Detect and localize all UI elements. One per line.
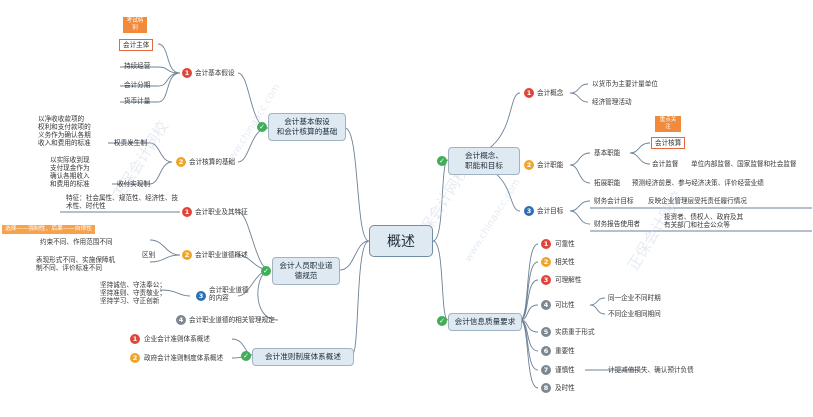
number-badge: 4	[541, 300, 551, 310]
subtopic-accounting-basis[interactable]: 会计核算的基础	[189, 158, 236, 166]
concept-item[interactable]: 以货币为主要计量单位	[592, 80, 658, 88]
key-attention-tag: 重点关注	[655, 116, 681, 132]
expanded-function[interactable]: 拓展职能	[594, 179, 621, 187]
prudence-note: 计提减值损失、确认预计负债	[608, 366, 694, 374]
quality-item[interactable]: 可理解性	[555, 276, 582, 284]
features-note: 特征：社会属性、规范性、经济性、技术性、时代性	[66, 194, 179, 210]
accrual-note: 以净收收款项的权利和支付款项的 义务作为确认各期收入和费用的标准	[38, 115, 91, 147]
users-note: 投资者、债权人、政府及其有关部门和社会公众等	[664, 213, 744, 229]
topic-title-line: 职能和目标	[465, 161, 503, 170]
number-badge: 2	[541, 257, 551, 267]
number-badge: 5	[541, 327, 551, 337]
number-badge: 4	[176, 315, 186, 325]
check-icon: ✓	[241, 351, 251, 361]
supervision-note: 单位内部监督、国家监督和社会监督	[691, 160, 797, 168]
topic-title: 会计准则制度体系概述	[265, 352, 341, 361]
check-icon: ✓	[261, 266, 271, 276]
assumption-item[interactable]: 会计分期	[124, 81, 151, 89]
subtopic-ethics-overview[interactable]: 会计职业道德概述	[195, 251, 248, 259]
number-badge: 6	[541, 346, 551, 356]
number-badge: 3	[524, 206, 534, 216]
restriction-note: 约束不同、作用范围不同	[40, 238, 113, 246]
quality-item[interactable]: 重要性	[555, 347, 575, 355]
comparability-note: 同一企业不同时期	[608, 294, 661, 302]
topic-standards-system[interactable]: ✓ 会计准则制度体系概述	[241, 348, 354, 366]
number-badge: 2	[524, 160, 534, 170]
assumption-item[interactable]: 持续经营	[124, 62, 151, 70]
topic-information-quality[interactable]: ✓ 会计信息质量要求	[437, 313, 522, 331]
number-badge: 1	[541, 239, 551, 249]
difference-note: 表现形式不同、实施保障机制不同、评价标准不同	[36, 256, 116, 272]
goal-note: 反映企业管理层受托责任履行情况	[648, 197, 747, 205]
goal-item[interactable]: 财务报告使用者	[594, 220, 641, 228]
number-badge: 2	[176, 157, 186, 167]
subtopic-government-standards[interactable]: 政府会计准则制度体系概述	[144, 354, 224, 362]
topic-title-line: 德规范	[294, 271, 318, 280]
number-badge: 1	[182, 207, 192, 217]
quality-item[interactable]: 可靠性	[555, 240, 575, 248]
goal-item[interactable]: 财务会计目标	[594, 197, 634, 205]
topic-professional-ethics[interactable]: ✓ 会计人员职业道 德规范	[261, 257, 340, 285]
subtopic-accounting-goal[interactable]: 会计目标	[537, 207, 564, 215]
check-icon: ✓	[437, 316, 447, 326]
number-badge: 1	[524, 88, 534, 98]
number-badge: 3	[196, 291, 206, 301]
subtopic-accounting-concept[interactable]: 会计概念	[537, 89, 564, 97]
subtopic-ethics-regulations[interactable]: 会计职业道德的相关管理规定	[189, 316, 275, 324]
expanded-function-note: 预测经济前景、参与经济决策、评价经营业绩	[632, 179, 764, 187]
number-badge: 2	[182, 250, 192, 260]
number-badge: 7	[541, 365, 551, 375]
basis-item-cash[interactable]: 收付实现制	[117, 180, 150, 188]
quality-item[interactable]: 可比性	[555, 301, 575, 309]
ethics-content-note: 坚持诚信、守法奉公；坚持准则、守责敬业；坚持学习、守正创新	[100, 281, 166, 305]
number-badge: 1	[182, 68, 192, 78]
check-icon: ✓	[437, 156, 447, 166]
number-badge: 1	[130, 334, 140, 344]
central-topic[interactable]: 概述	[369, 225, 433, 257]
difference-label[interactable]: 区别	[142, 251, 156, 259]
subtopic-profession-features[interactable]: 会计职业及其特征	[195, 208, 248, 216]
number-badge: 2	[130, 353, 140, 363]
number-badge: 3	[541, 275, 551, 285]
topic-title-line: 会计人员职业道	[279, 261, 333, 270]
accounting-recording-item[interactable]: 会计核算	[651, 137, 686, 149]
concept-item[interactable]: 经济管理活动	[592, 98, 632, 106]
accounting-supervision-item[interactable]: 会计监督	[652, 160, 679, 168]
quality-item[interactable]: 及时性	[555, 384, 575, 392]
topic-title-line: 会计概念、	[465, 151, 503, 160]
topic-accounting-concept-function-goal[interactable]: ✓ 会计概念、 职能和目标	[437, 147, 520, 175]
check-icon: ✓	[257, 122, 267, 132]
basic-function[interactable]: 基本职能	[594, 149, 621, 157]
basis-item-accrual[interactable]: 权责发生制	[114, 139, 147, 147]
topic-title-line: 和会计核算的基础	[276, 127, 338, 136]
subtopic-ethics-content[interactable]: 会计职业道德的内容	[209, 286, 249, 302]
subtopic-accounting-function[interactable]: 会计职能	[537, 161, 564, 169]
quality-item[interactable]: 谨慎性	[555, 366, 575, 374]
topic-assumptions-and-basis[interactable]: ✓ 会计基本假设 和会计核算的基础	[257, 113, 346, 141]
comparability-note: 不同企业相同期间	[608, 310, 661, 318]
subtopic-basic-assumptions[interactable]: 会计基本假设	[195, 69, 235, 77]
quality-item[interactable]: 实质重于形式	[555, 328, 595, 336]
assumption-item[interactable]: 货币计量	[124, 97, 151, 105]
subtopic-enterprise-standards[interactable]: 企业会计准则体系概述	[144, 335, 210, 343]
exam-special-tag: 考试特别	[123, 17, 147, 33]
topic-title: 会计信息质量要求	[454, 317, 516, 326]
topic-title-line: 会计基本假设	[284, 117, 330, 126]
cash-note: 以实际收到现支付现金作为 确认各期收入和费用的标准	[50, 156, 90, 188]
accounting-entity-item[interactable]: 会计主体	[119, 39, 154, 51]
number-badge: 8	[541, 383, 551, 393]
choice-consequence-band: 选择——强制性、后果——自律性	[2, 225, 95, 234]
quality-item[interactable]: 相关性	[555, 258, 575, 266]
